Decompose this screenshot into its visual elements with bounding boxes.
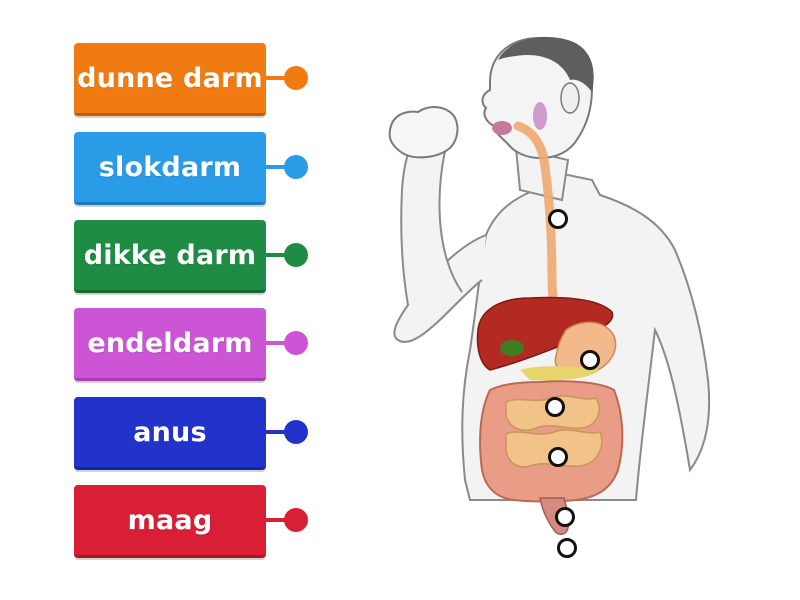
digestive-system-illustration-icon	[388, 36, 711, 535]
label-pin-icon[interactable]	[284, 243, 308, 267]
label-dunne-darm[interactable]: dunne darm	[74, 43, 308, 116]
ear	[560, 82, 580, 114]
label-anus[interactable]: anus	[74, 397, 308, 470]
label-dikke-darm[interactable]: dikke darm	[74, 220, 308, 293]
label-connector-line	[266, 253, 294, 257]
pancreas	[520, 366, 600, 381]
label-pin-icon[interactable]	[284, 331, 308, 355]
label-box: dikke darm	[74, 220, 266, 293]
label-box: anus	[74, 397, 266, 470]
drop-target-rectum[interactable]	[555, 507, 575, 527]
gallbladder	[500, 340, 524, 356]
label-connector-line	[266, 341, 294, 345]
label-connector-line	[266, 165, 294, 169]
label-connector-line	[266, 518, 294, 522]
label-connector-line	[266, 430, 294, 434]
label-text: endeldarm	[87, 327, 253, 359]
drop-target-lower-intestine[interactable]	[548, 447, 568, 467]
label-slokdarm[interactable]: slokdarm	[74, 132, 308, 205]
drop-target-chest[interactable]	[548, 209, 568, 229]
label-text: dikke darm	[83, 239, 257, 271]
label-connector-line	[266, 76, 294, 80]
drop-target-anus[interactable]	[557, 538, 577, 558]
label-box: endeldarm	[74, 308, 266, 381]
label-endeldarm[interactable]: endeldarm	[74, 308, 308, 381]
label-text: maag	[127, 504, 213, 536]
label-text: dunne darm	[77, 62, 263, 94]
label-pin-icon[interactable]	[284, 420, 308, 444]
hair	[498, 36, 594, 92]
label-maag[interactable]: maag	[74, 485, 308, 558]
salivary-gland	[533, 102, 547, 130]
hand-with-apple	[388, 106, 459, 159]
drop-target-stomach[interactable]	[580, 350, 600, 370]
label-box: slokdarm	[74, 132, 266, 205]
mouth	[492, 121, 512, 135]
label-text: slokdarm	[98, 151, 242, 183]
label-pin-icon[interactable]	[284, 508, 308, 532]
label-box: maag	[74, 485, 266, 558]
digestive-system-figure	[330, 30, 720, 570]
label-pin-icon[interactable]	[284, 155, 308, 179]
drop-target-upper-intestine[interactable]	[545, 397, 565, 417]
label-pin-icon[interactable]	[284, 66, 308, 90]
label-box: dunne darm	[74, 43, 266, 116]
label-text: anus	[133, 416, 207, 448]
